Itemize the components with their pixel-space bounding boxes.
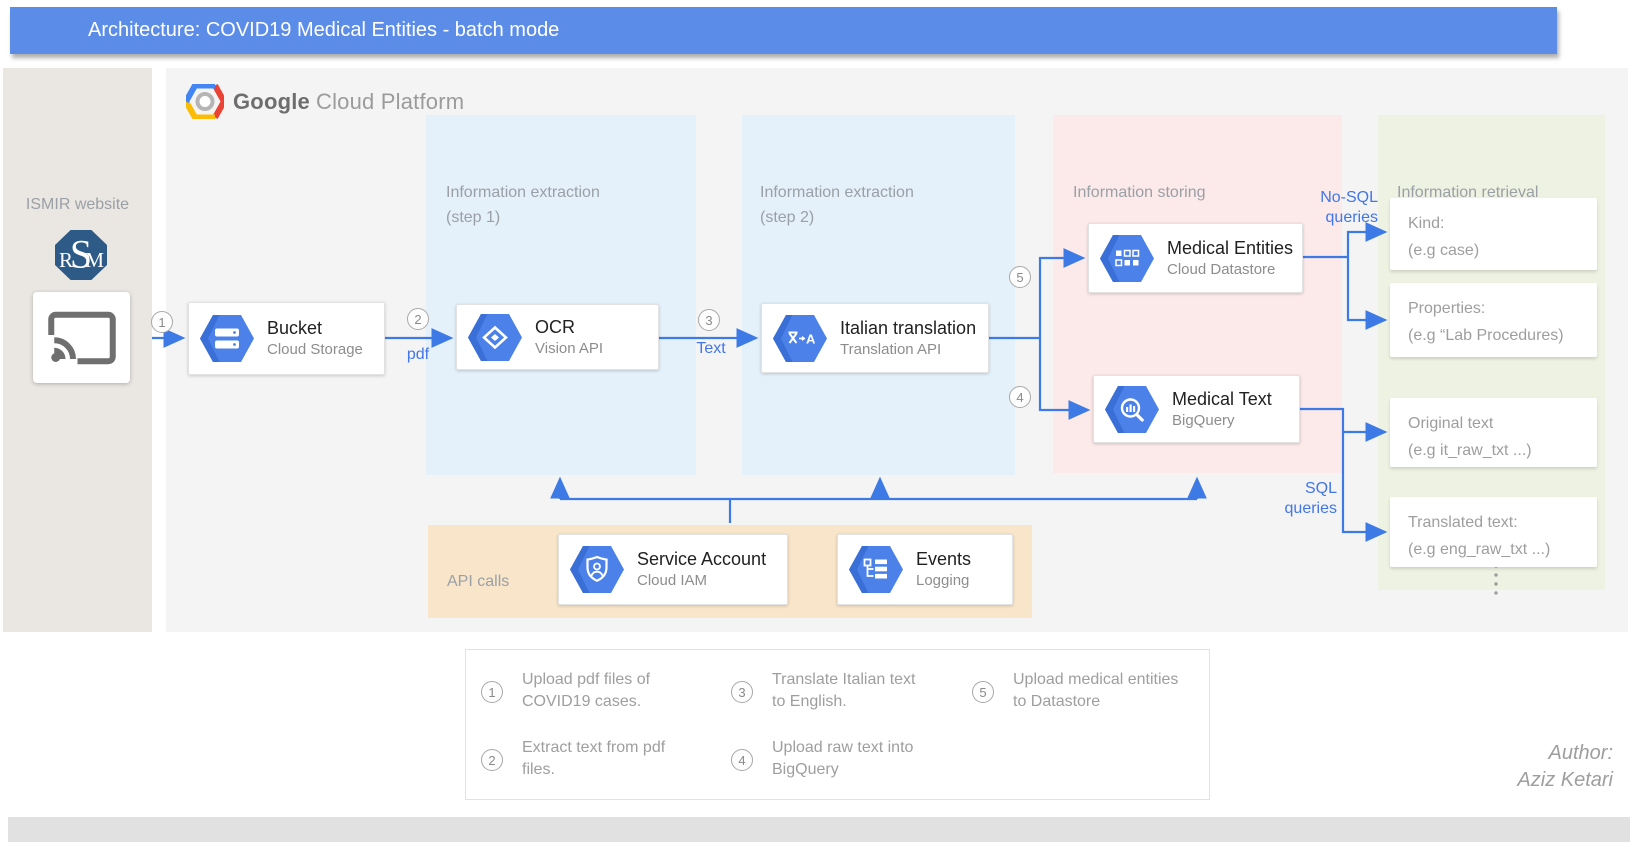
legend-badge-5: 5: [972, 681, 994, 703]
node-translation-api: A Italian translation Translation API: [761, 303, 989, 373]
legend-badge-3: 3: [731, 681, 753, 703]
logging-icon: [849, 546, 903, 593]
card-properties: Properties:(e.g “Lab Procedures): [1390, 283, 1597, 357]
page-title: Architecture: COVID19 Medical Entities -…: [88, 19, 560, 41]
legend-item-2: Extract text from pdf files.: [522, 739, 666, 778]
flow-badge-2: 2: [407, 308, 429, 330]
section-label: Information storing: [1073, 184, 1206, 201]
section-label: Information extraction(step 2): [760, 184, 914, 226]
ismir-logo-letter-s: S: [69, 231, 93, 277]
card-original-text: Original text(e.g it_raw_txt ...): [1390, 398, 1597, 467]
section-info-extraction-step1: Information extraction(step 1): [426, 115, 696, 475]
node-cloud-storage-bucket: Bucket Cloud Storage: [188, 302, 385, 375]
vision-api-icon: [468, 313, 522, 361]
cast-icon: [45, 311, 116, 366]
node-title: Events: [916, 549, 972, 569]
node-subtitle: Vision API: [535, 339, 604, 357]
node-bigquery: Medical Text BigQuery: [1093, 375, 1300, 443]
legend-badge-1: 1: [481, 681, 503, 703]
ismir-logo-letter-m: M: [85, 248, 104, 272]
legend-badge-4: 4: [731, 749, 753, 771]
node-subtitle: BigQuery: [1172, 411, 1235, 429]
translation-api-icon: A: [773, 314, 827, 362]
node-cloud-datastore: Medical Entities Cloud Datastore: [1088, 223, 1303, 293]
legend-box: 1 Upload pdf files of COVID19 cases. 2 E…: [465, 649, 1210, 800]
node-subtitle: Cloud Storage: [267, 341, 363, 358]
node-title: Bucket: [267, 318, 323, 338]
card-kind: Kind:(e.g case): [1390, 198, 1597, 270]
flow-badge-4: 4: [1009, 386, 1031, 408]
node-cloud-iam: Service Account Cloud IAM: [558, 534, 788, 605]
legend-item-1: Upload pdf files of COVID19 cases.: [522, 671, 651, 710]
legend-item-4: Upload raw text into BigQuery: [772, 739, 914, 778]
section-info-extraction-step2: Information extraction(step 2): [742, 115, 1015, 475]
svg-text:A: A: [806, 331, 816, 346]
legend-item-3: Translate Italian text to English.: [772, 671, 916, 710]
cloud-datastore-icon: [1100, 234, 1154, 282]
node-subtitle: Cloud Datastore: [1167, 260, 1276, 278]
node-title: Medical Text: [1172, 388, 1272, 409]
flow-badge-3: 3: [698, 309, 720, 331]
node-subtitle: Logging: [916, 572, 970, 589]
author-credit: Author:Aziz Ketari: [1517, 742, 1613, 791]
edge-label-text: Text: [696, 340, 726, 357]
flow-badge-5: 5: [1009, 266, 1031, 288]
card-translated-text: Translated text:(e.g eng_raw_txt ...): [1390, 497, 1597, 567]
ismir-sidebar: ISMIR website S R M: [3, 68, 152, 632]
brand-google: Google: [233, 88, 310, 114]
title-bar: Architecture: COVID19 Medical Entities -…: [10, 7, 1557, 54]
section-label: Information extraction(step 1): [446, 184, 600, 226]
ismir-logo: S R M: [55, 230, 107, 280]
gcp-brand: Google Cloud Platform: [186, 84, 464, 119]
legend-item-5: Upload medical entities to Datastore: [1013, 671, 1179, 710]
node-logging: Events Logging: [837, 534, 1013, 605]
cloud-storage-icon: [200, 315, 254, 362]
cast-card: [33, 292, 130, 383]
node-title: Service Account: [637, 549, 767, 569]
cloud-iam-icon: [570, 546, 624, 593]
node-title: Italian translation: [840, 317, 977, 338]
brand-cloud-platform: Cloud Platform: [315, 88, 465, 114]
node-vision-api-ocr: OCR Vision API: [456, 304, 659, 370]
node-title: OCR: [535, 316, 575, 337]
node-subtitle: Cloud IAM: [637, 572, 708, 589]
bottom-bar: [8, 817, 1630, 842]
ismir-logo-letter-r: R: [59, 248, 74, 272]
bigquery-icon: [1105, 385, 1159, 433]
edge-label-pdf: pdf: [406, 346, 430, 363]
api-calls-label: API calls: [447, 573, 510, 590]
gcp-logo-icon: [186, 84, 224, 119]
legend-badge-2: 2: [481, 749, 503, 771]
flow-badge-1: 1: [151, 311, 173, 333]
node-subtitle: Translation API: [840, 340, 942, 358]
node-title: Medical Entities: [1167, 237, 1294, 258]
ismir-website-label: ISMIR website: [25, 196, 130, 213]
